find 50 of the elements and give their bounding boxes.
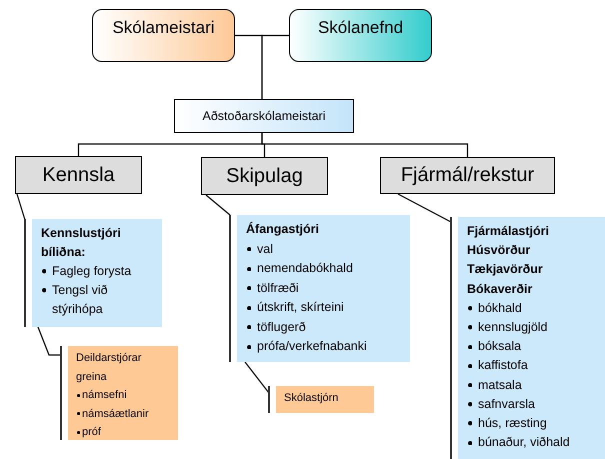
- department-box: [201, 157, 328, 195]
- list-item: hús, ræsting: [467, 414, 603, 434]
- box-label: Fjármál/rekstur: [400, 164, 534, 187]
- list-item: safnvarsla: [467, 394, 603, 414]
- list-item: námsefni: [76, 386, 176, 404]
- list-item: Tengsl við stýrihópa: [41, 281, 147, 319]
- box-label: Aðstoðarskólameistari: [202, 109, 326, 123]
- panel-heading: Skólastjórn: [284, 391, 340, 406]
- list-item: námsáætlanir: [76, 404, 176, 423]
- list-item: töflugerð: [246, 318, 408, 337]
- connector-line: [261, 133, 468, 157]
- panel-heading: Kennslustjóri bíliðna:: [41, 225, 122, 261]
- department-box: [15, 156, 142, 194]
- box-label: Skólanefnd: [318, 18, 404, 38]
- box-label: Skipulag: [226, 164, 303, 188]
- list-item: prófa/verkefnabanki: [246, 337, 408, 356]
- list-item: próf: [76, 423, 176, 442]
- list-item: bókhald: [467, 298, 603, 318]
- title-box: [92, 9, 235, 62]
- connector-line: [244, 362, 270, 394]
- connector-line: [261, 34, 289, 99]
- list-item: val: [246, 240, 408, 259]
- panel-heading: Tækjavörður: [467, 261, 544, 278]
- panel-heading: Áfangastjóri: [246, 220, 320, 238]
- list-item: nemendabókhald: [246, 259, 408, 278]
- connector-line: [16, 194, 26, 220]
- list-item: Fagleg forysta: [41, 262, 147, 281]
- list-item: bóksala: [467, 337, 603, 356]
- list-item: búnaður, viðhald: [467, 433, 603, 452]
- role-box: [174, 99, 354, 133]
- box-label: Skólameistari: [112, 18, 215, 38]
- panel-heading: Bókaverðir: [467, 280, 534, 298]
- duties-panel: [60, 346, 178, 440]
- panel-heading: Fjármálastjóri: [467, 223, 550, 240]
- connector-line: [37, 326, 60, 356]
- list-item: útskrift, skírteini: [246, 298, 408, 318]
- list-item: matsala: [467, 376, 603, 395]
- panel-heading: Húsvörður: [467, 242, 532, 260]
- list-item: kennslugjöld: [467, 318, 603, 338]
- duties-panel: [450, 217, 605, 459]
- connector-line: [398, 193, 452, 223]
- department-box: [380, 157, 555, 194]
- box-label: Kennsla: [42, 164, 115, 186]
- duties-panel: [229, 215, 410, 362]
- connector-line: [206, 194, 230, 216]
- board-panel: [268, 386, 374, 413]
- duties-panel: [24, 219, 162, 327]
- list-item: tölfræði: [246, 278, 408, 298]
- title-box: [289, 9, 432, 62]
- list-item: kaffistofa: [467, 356, 603, 376]
